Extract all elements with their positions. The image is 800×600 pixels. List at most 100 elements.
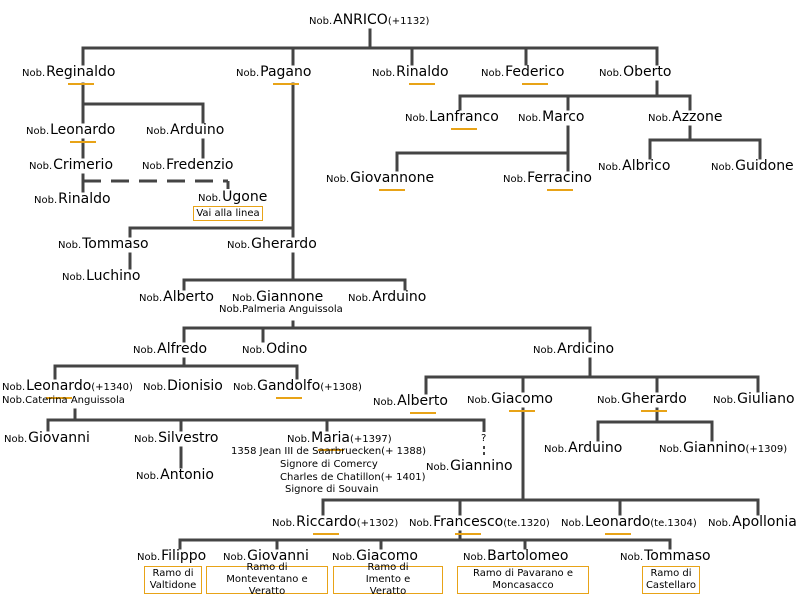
person-name: Antonio xyxy=(160,467,214,483)
link-ramo-imento[interactable]: Ramo di Imento e Veratto xyxy=(333,562,443,597)
person-name: Giannino xyxy=(450,458,513,474)
person-name: Giuliano xyxy=(737,391,795,407)
person-name: Oberto xyxy=(623,64,672,80)
person-odino[interactable]: Nob.Odino xyxy=(242,341,308,357)
person-ardicino[interactable]: Nob.Ardicino xyxy=(533,341,615,357)
person-name: Filippo xyxy=(161,548,207,564)
person-leonardo-3[interactable]: Nob.Leonardo(te.1304) xyxy=(561,514,697,530)
person-arduino[interactable]: Nob.Arduino xyxy=(146,122,225,138)
person-name: Silvestro xyxy=(158,430,219,446)
person-giannone[interactable]: Nob.Giannone xyxy=(232,289,324,305)
person-tommaso-2[interactable]: Nob.Tommaso xyxy=(620,548,711,564)
person-dates: (+1302) xyxy=(356,518,399,529)
person-name: Guidone xyxy=(735,158,794,174)
person-ugone[interactable]: Nob.Ugone xyxy=(198,189,268,205)
person-oberto[interactable]: Nob.Oberto xyxy=(599,64,672,80)
person-name: Lanfranco xyxy=(429,109,499,125)
person-dionisio[interactable]: Nob.Dionisio xyxy=(143,378,223,394)
person-giacomo[interactable]: Nob.Giacomo xyxy=(467,391,553,407)
person-dates: (+1340) xyxy=(91,382,133,393)
person-luchino[interactable]: Nob.Luchino xyxy=(62,268,141,284)
person-anrico[interactable]: Nob.ANRICO(+1132) xyxy=(309,12,430,28)
person-giuliano[interactable]: Nob.Giuliano xyxy=(713,391,795,407)
link-ramo-castellaro[interactable]: Ramo di Castellaro xyxy=(642,566,700,594)
person-dates: (+1309) xyxy=(745,444,788,455)
person-name: Rinaldo xyxy=(396,64,449,80)
person-name: Crimerio xyxy=(53,157,114,173)
person-bartolomeo[interactable]: Nob.Bartolomeo xyxy=(463,548,569,564)
person-azzone[interactable]: Nob.Azzone xyxy=(648,109,723,125)
person-pagano[interactable]: Nob.Pagano xyxy=(236,64,312,80)
person-name: Reginaldo xyxy=(46,64,116,80)
person-reginaldo[interactable]: Nob.Reginaldo xyxy=(22,64,116,80)
person-albrico[interactable]: Nob.Albrico xyxy=(598,158,671,174)
person-alfredo[interactable]: Nob.Alfredo xyxy=(133,341,208,357)
person-name: Ardicino xyxy=(557,341,615,357)
person-leonardo-2[interactable]: Nob.Leonardo(+1340) xyxy=(2,378,133,394)
person-alberto-2[interactable]: Nob.Alberto xyxy=(373,393,448,409)
link-vai-alla-linea[interactable]: Vai alla linea xyxy=(193,206,263,221)
link-ramo-pavarano[interactable]: Ramo di Pavarano e Moncasacco xyxy=(457,566,589,594)
spouse-maria-4: Signore di Souvain xyxy=(285,484,379,495)
person-name: Ferracino xyxy=(527,170,592,186)
person-name: Gherardo xyxy=(621,391,687,407)
person-marco[interactable]: Nob.Marco xyxy=(518,109,585,125)
person-giannino-2[interactable]: Nob.Giannino(+1309) xyxy=(659,440,788,456)
person-name: Arduino xyxy=(372,289,427,305)
person-giannino[interactable]: Nob.Giannino xyxy=(426,458,513,474)
spouse-giannone: Nob.Palmeria Anguissola xyxy=(219,304,343,315)
person-name: Maria xyxy=(311,430,351,446)
person-apollonia[interactable]: Nob.Apollonia xyxy=(708,514,797,530)
person-gherardo[interactable]: Nob.Gherardo xyxy=(227,236,317,252)
person-rinaldo-2[interactable]: Nob.Rinaldo xyxy=(34,191,111,207)
person-name: Giannino xyxy=(683,440,746,456)
person-gherardo-2[interactable]: Nob.Gherardo xyxy=(597,391,687,407)
link-ramo-monteventano[interactable]: Ramo di Monteventano e Veratto xyxy=(206,562,328,597)
person-alberto[interactable]: Nob.Alberto xyxy=(139,289,214,305)
person-name: Albrico xyxy=(622,158,671,174)
person-arduino-2[interactable]: Nob.Arduino xyxy=(348,289,427,305)
person-filippo[interactable]: Nob.Filippo xyxy=(137,548,207,564)
person-rinaldo[interactable]: Nob.Rinaldo xyxy=(372,64,449,80)
person-name: Ugone xyxy=(222,189,268,205)
person-name: Arduino xyxy=(568,440,623,456)
person-name: Giannone xyxy=(256,289,324,305)
person-arduino-3[interactable]: Nob.Arduino xyxy=(544,440,623,456)
person-tommaso[interactable]: Nob.Tommaso xyxy=(58,236,149,252)
person-giovanni-2[interactable]: Nob.Giovanni xyxy=(223,548,309,564)
person-riccardo[interactable]: Nob.Riccardo(+1302) xyxy=(272,514,399,530)
person-name: Bartolomeo xyxy=(487,548,569,564)
person-dates: (+1397) xyxy=(350,434,392,445)
person-antonio[interactable]: Nob.Antonio xyxy=(136,467,214,483)
person-name: Riccardo xyxy=(296,514,357,530)
person-name: Alfredo xyxy=(157,341,208,357)
person-silvestro[interactable]: Nob.Silvestro xyxy=(134,430,219,446)
person-name: Luchino xyxy=(86,268,141,284)
person-dates: (+1308) xyxy=(320,382,362,393)
person-guidone[interactable]: Nob.Guidone xyxy=(711,158,794,174)
person-crimerio[interactable]: Nob.Crimerio xyxy=(29,157,114,173)
person-federico[interactable]: Nob.Federico xyxy=(481,64,565,80)
person-fredenzio[interactable]: Nob.Fredenzio xyxy=(142,157,234,173)
person-giovanni[interactable]: Nob.Giovanni xyxy=(4,430,90,446)
person-ferracino[interactable]: Nob.Ferracino xyxy=(503,170,592,186)
person-giovannone[interactable]: Nob.Giovannone xyxy=(326,170,435,186)
person-name: Giovannone xyxy=(350,170,435,186)
person-name: Pagano xyxy=(260,64,312,80)
person-name: Federico xyxy=(505,64,565,80)
person-dates: (te.1320) xyxy=(503,518,550,529)
person-leonardo[interactable]: Nob.Leonardo xyxy=(26,122,116,138)
person-name: Arduino xyxy=(170,122,225,138)
person-giacomo-2[interactable]: Nob.Giacomo xyxy=(332,548,418,564)
spouse-maria-2: Signore di Comercy xyxy=(280,459,378,470)
spouse-maria-1: 1358 Jean III de Saarbruecken(+ 1388) xyxy=(231,446,426,457)
person-maria[interactable]: Nob.Maria(+1397) xyxy=(287,430,392,446)
person-gandolfo[interactable]: Nob.Gandolfo(+1308) xyxy=(233,378,362,394)
person-name: Gandolfo xyxy=(257,378,321,394)
person-francesco[interactable]: Nob.Francesco(te.1320) xyxy=(409,514,550,530)
link-ramo-valtidone[interactable]: Ramo di Valtidone xyxy=(144,566,202,594)
person-name: Alberto xyxy=(163,289,214,305)
person-name: Tommaso xyxy=(82,236,149,252)
person-lanfranco[interactable]: Nob.Lanfranco xyxy=(405,109,499,125)
